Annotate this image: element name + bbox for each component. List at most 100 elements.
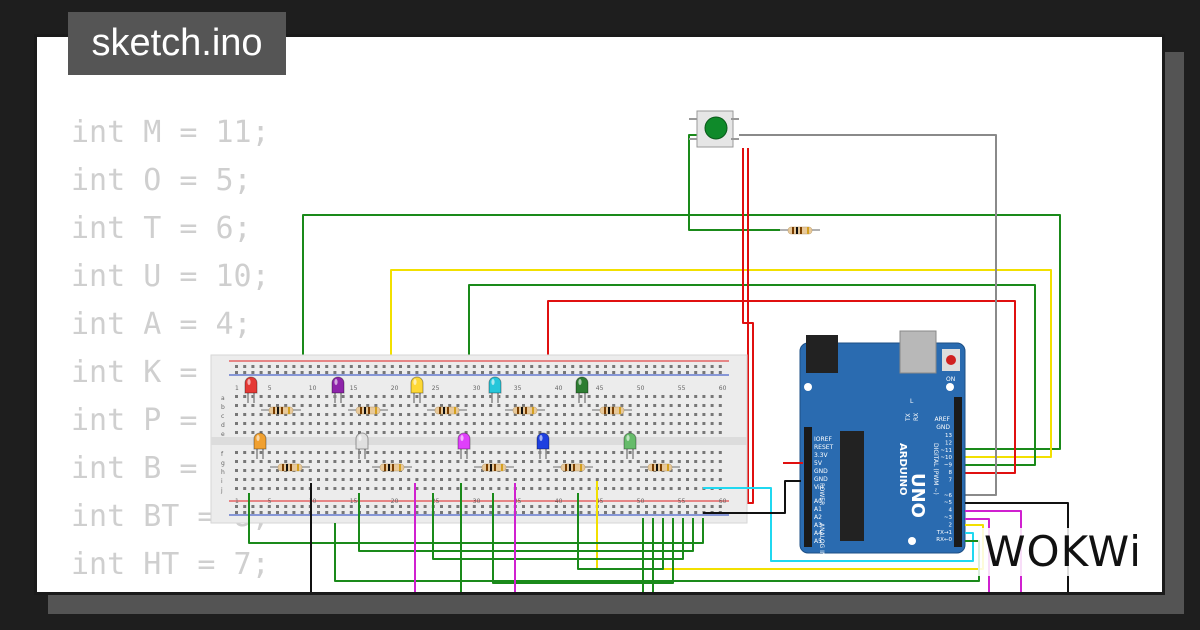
wire — [334, 523, 980, 582]
breadboard-hole — [546, 371, 550, 374]
breadboard-column-label: 55 — [678, 498, 686, 505]
breadboard-hole — [604, 511, 607, 514]
breadboard-hole — [645, 365, 648, 368]
breadboard-hole — [587, 451, 591, 454]
breadboard-row-label: a — [221, 395, 225, 402]
breadboard-hole — [259, 371, 263, 374]
breadboard-hole — [415, 469, 419, 472]
breadboard-hole — [497, 365, 501, 368]
breadboard-hole — [317, 413, 320, 416]
breadboard-hole — [448, 431, 452, 434]
breadboard-hole — [489, 422, 493, 425]
breadboard-hole — [472, 431, 476, 434]
led-highlight — [358, 435, 362, 441]
breadboard-hole — [612, 469, 616, 472]
breadboard-hole — [415, 478, 419, 481]
breadboard-hole — [628, 511, 632, 514]
breadboard-hole — [620, 422, 624, 425]
breadboard-hole — [358, 371, 361, 374]
breadboard-hole — [513, 451, 517, 454]
breadboard-hole — [284, 487, 288, 490]
breadboard-hole — [636, 511, 640, 514]
breadboard-hole — [579, 371, 583, 374]
resistor-band — [281, 407, 283, 414]
breadboard-hole — [554, 511, 558, 514]
breadboard-hole — [267, 487, 271, 490]
led-highlight — [539, 435, 543, 441]
led — [457, 432, 471, 450]
breadboard-column-label: 50 — [637, 498, 645, 505]
breadboard-hole — [431, 478, 435, 481]
breadboard-hole — [431, 451, 435, 454]
breadboard-hole — [374, 511, 378, 514]
breadboard-hole — [702, 395, 706, 398]
led-highlight — [491, 379, 495, 385]
breadboard-hole — [686, 431, 689, 434]
breadboard-hole — [374, 413, 378, 416]
resistor-band — [532, 407, 534, 414]
breadboard-hole — [308, 451, 312, 454]
breadboard-hole — [431, 404, 435, 407]
code-preview: int M = 11;int O = 5;int T = 6;int U = 1… — [71, 109, 270, 592]
breadboard-hole — [431, 395, 435, 398]
breadboard-column-label: 40 — [555, 498, 563, 505]
breadboard-hole — [538, 395, 542, 398]
breadboard-hole — [341, 431, 345, 434]
breadboard-hole — [415, 460, 419, 463]
breadboard-hole — [448, 404, 452, 407]
breadboard-hole — [645, 469, 648, 472]
breadboard-hole — [579, 422, 583, 425]
breadboard-hole — [349, 451, 353, 454]
resistor-band — [494, 464, 496, 471]
breadboard-hole — [579, 487, 583, 490]
breadboard-hole — [267, 469, 271, 472]
breadboard-hole — [349, 478, 353, 481]
breadboard-hole — [448, 505, 452, 508]
wire — [390, 269, 1052, 458]
breadboard-hole — [505, 469, 509, 472]
breadboard-hole — [259, 511, 263, 514]
breadboard-hole — [718, 422, 722, 425]
breadboard-hole — [267, 460, 271, 463]
breadboard-hole — [431, 371, 435, 374]
breadboard-hole — [612, 431, 616, 434]
breadboard-hole — [374, 505, 378, 508]
breadboard-hole — [546, 505, 550, 508]
breadboard-hole — [259, 451, 263, 454]
breadboard-hole — [587, 413, 591, 416]
breadboard-hole — [595, 460, 599, 463]
breadboard-hole — [702, 413, 706, 416]
breadboard-hole — [399, 511, 402, 514]
breadboard-hole — [407, 371, 411, 374]
breadboard-hole — [292, 451, 296, 454]
breadboard-hole — [546, 451, 550, 454]
breadboard-hole — [472, 413, 476, 416]
breadboard-hole — [251, 413, 255, 416]
breadboard-hole — [669, 413, 673, 416]
breadboard-hole — [571, 478, 575, 481]
breadboard-hole — [522, 511, 525, 514]
breadboard-hole — [423, 505, 427, 508]
breadboard-hole — [341, 451, 345, 454]
breadboard-hole — [243, 404, 247, 407]
breadboard-hole — [718, 413, 722, 416]
breadboard-hole — [538, 422, 542, 425]
led — [331, 376, 345, 394]
breadboard-hole — [284, 431, 288, 434]
breadboard-hole — [251, 478, 255, 481]
breadboard-hole — [399, 451, 402, 454]
breadboard-hole — [300, 413, 304, 416]
breadboard-hole — [530, 469, 534, 472]
breadboard-hole — [341, 413, 345, 416]
digital-pin-label: ~11 — [940, 448, 952, 454]
file-tab[interactable]: sketch.ino — [68, 12, 286, 75]
breadboard-hole — [423, 511, 427, 514]
breadboard-hole — [374, 422, 378, 425]
breadboard-column-label: 25 — [432, 385, 440, 392]
breadboard-hole — [694, 505, 698, 508]
breadboard-hole — [333, 371, 337, 374]
breadboard-hole — [308, 460, 312, 463]
breadboard-hole — [366, 404, 370, 407]
wire — [492, 493, 674, 584]
breadboard-hole — [235, 422, 238, 425]
